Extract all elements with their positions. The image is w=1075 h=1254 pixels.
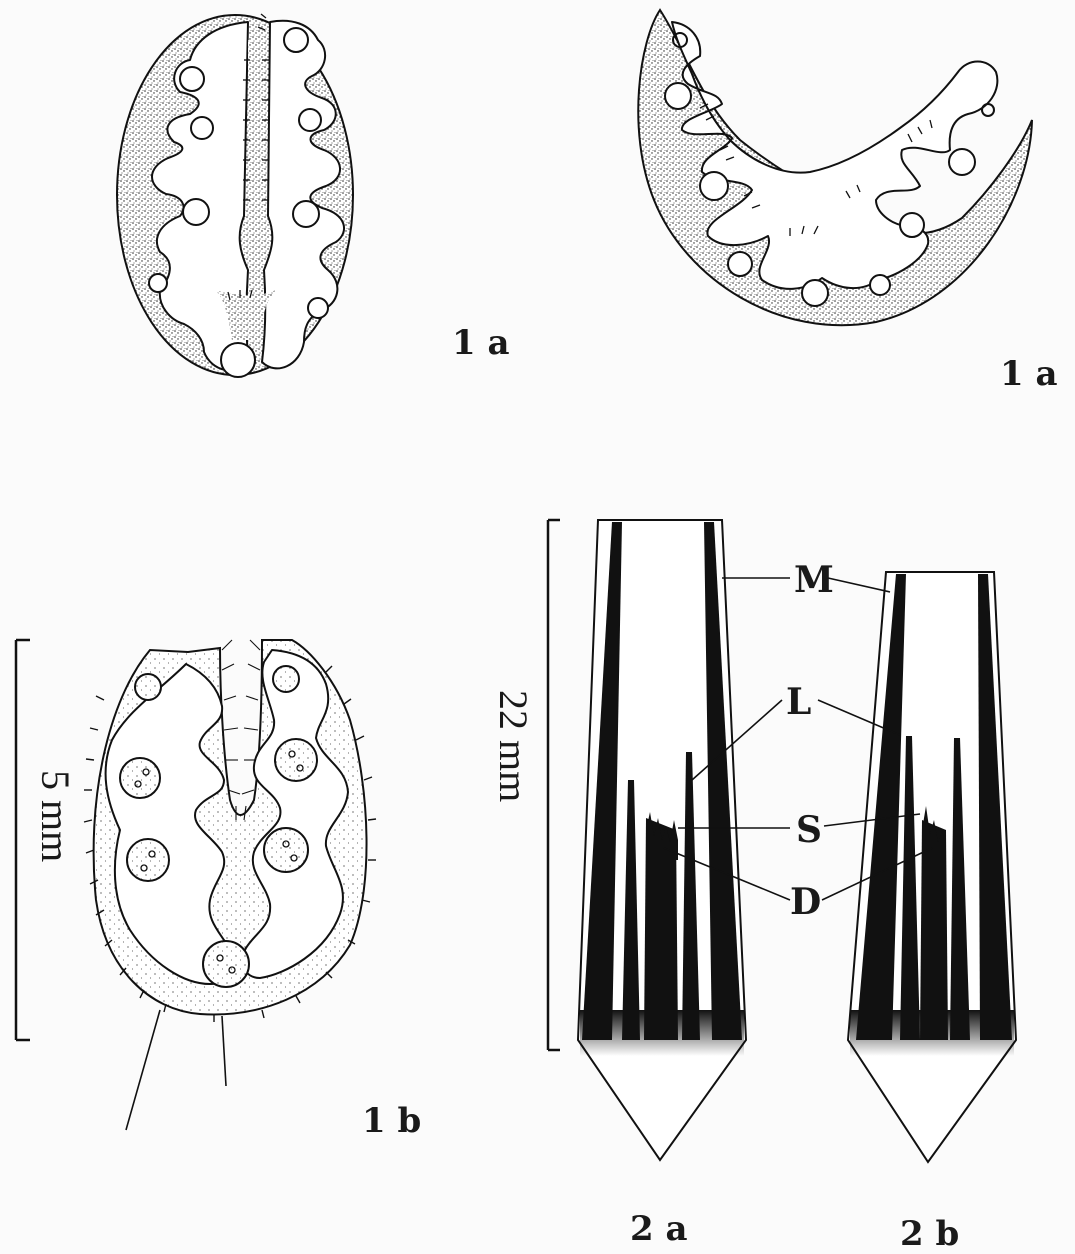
flower-2a-base-fade <box>580 1010 744 1056</box>
figure-1b: 5 mm <box>16 640 421 1141</box>
scale-label-22mm: 22 mm <box>491 690 536 802</box>
scale-label-5mm: 5 mm <box>33 770 78 862</box>
flower-2b-base-fade <box>850 1010 1014 1056</box>
stalk-lines-1b <box>126 1010 226 1130</box>
figure-2b <box>848 572 1016 1162</box>
figure-1a-right: 1 a <box>638 10 1057 394</box>
scale-bar-5mm <box>16 640 30 1040</box>
label-M: M <box>794 559 834 601</box>
label-1a-right: 1 a <box>1000 354 1058 394</box>
label-2b: 2 b <box>900 1214 959 1254</box>
label-2a: 2 a <box>630 1209 688 1249</box>
label-L: L <box>786 681 811 723</box>
scale-bar-22mm <box>548 520 560 1050</box>
label-D: D <box>790 881 821 923</box>
label-S: S <box>796 809 822 851</box>
label-1b: 1 b <box>362 1101 421 1141</box>
figure-2a <box>578 520 746 1160</box>
figure-1a-left: 1 a <box>117 14 510 377</box>
label-1a-left: 1 a <box>452 323 510 363</box>
